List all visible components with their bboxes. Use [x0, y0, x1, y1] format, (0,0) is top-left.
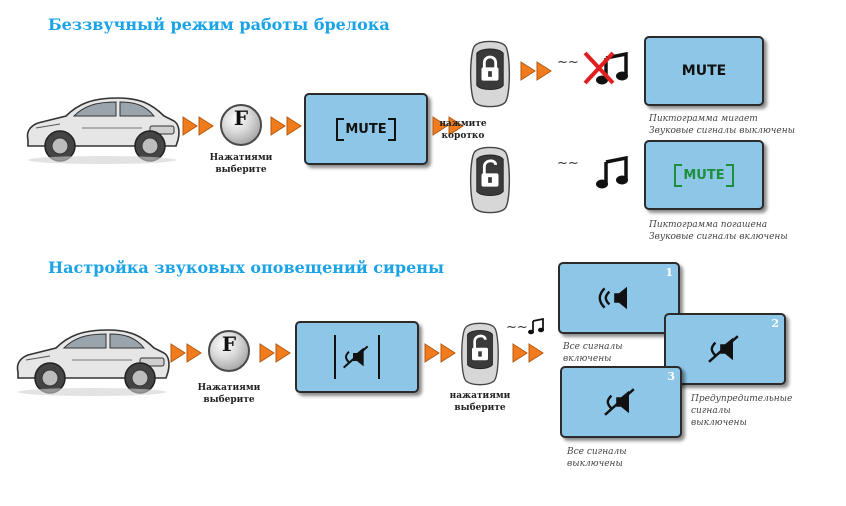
lock-open-icon: [466, 146, 514, 214]
option-3-note: Все сигналы выключены: [567, 446, 627, 470]
speaker-icon: [595, 282, 643, 314]
music-note-icon: [594, 156, 630, 190]
mute-off-screen: MUTE: [644, 140, 764, 210]
siren-icon-frame: [334, 335, 380, 379]
mute-blinking-screen: MUTE: [644, 36, 764, 106]
note-line: Все сигналы: [567, 447, 627, 457]
f-caption: Нажатиями выберите: [206, 152, 276, 176]
mute-icon: MUTE: [674, 163, 734, 187]
note-line: сигналы: [691, 406, 731, 416]
siren-option-1-screen: 1: [558, 262, 680, 334]
arrow-icon: [170, 342, 204, 364]
note-line: Пиктограмма мигает: [649, 114, 758, 124]
option-number: 3: [667, 370, 675, 383]
f-button-label: F: [221, 332, 237, 356]
f-caption: Нажатиями выберите: [194, 382, 264, 406]
note-line: включены: [563, 354, 612, 364]
caption-line: выберите: [203, 395, 255, 405]
arrow-icon: [424, 342, 458, 364]
note-line: выключены: [691, 418, 747, 428]
sound-waves-icon: ~~: [557, 156, 579, 171]
speaker-muted-icon: [701, 333, 749, 365]
mute-screen: MUTE: [304, 93, 428, 165]
note-line: Пиктограмма погашена: [649, 220, 768, 230]
lock-closed-icon: [466, 40, 514, 108]
bottom-result-note: Пиктограмма погашена Звуковые сигналы вк…: [649, 219, 788, 243]
caption-line: выберите: [454, 403, 506, 413]
note-line: Звуковые сигналы включены: [649, 232, 788, 242]
caption-line: выберите: [215, 165, 267, 175]
note-line: Звуковые сигналы выключены: [649, 126, 795, 136]
car-illustration: [12, 318, 172, 402]
speaker-muted-icon: [337, 342, 377, 372]
f-button-icon: F: [220, 104, 262, 146]
siren-option-2-screen: 2: [664, 313, 786, 385]
speaker-muted-icon: [597, 386, 645, 418]
caption-line: Нажатиями: [197, 383, 261, 393]
caption-line: нажмите: [439, 119, 487, 129]
option-number: 1: [665, 266, 673, 279]
cross-icon: [583, 51, 615, 85]
f-button-icon: F: [208, 330, 250, 372]
arrow-icon: [270, 115, 304, 137]
caption-line: коротко: [441, 131, 485, 141]
arrow-icon: [182, 115, 216, 137]
arrow-icon: [520, 60, 554, 82]
press-caption: нажмите коротко: [428, 118, 498, 142]
note-line: выключены: [567, 459, 623, 469]
caption-line: Нажатиями: [209, 153, 273, 163]
siren-option-3-screen: 3: [560, 366, 682, 438]
sound-waves-icon: ~~: [506, 320, 528, 335]
mute-text: MUTE: [681, 63, 727, 79]
press-caption: нажатиями выберите: [442, 390, 518, 414]
section1-title: Беззвучный режим работы брелока: [48, 15, 390, 34]
option-1-note: Все сигналы включены: [563, 341, 623, 365]
music-note-icon: [527, 318, 545, 335]
arrow-icon: [259, 342, 293, 364]
arrow-icon: [512, 342, 546, 364]
caption-line: нажатиями: [449, 391, 511, 401]
note-line: Все сигналы: [563, 342, 623, 352]
top-result-note: Пиктограмма мигает Звуковые сигналы выкл…: [649, 113, 795, 137]
option-number: 2: [771, 317, 779, 330]
section2-title: Настройка звуковых оповещений сирены: [48, 258, 445, 277]
mute-icon: MUTE: [336, 117, 396, 141]
sound-waves-icon: ~~: [557, 55, 579, 70]
siren-screen: [295, 321, 419, 393]
lock-open-icon: [458, 322, 502, 386]
f-button-label: F: [233, 106, 249, 130]
note-line: Предупредительные: [691, 394, 793, 404]
option-2-note: Предупредительные сигналы выключены: [691, 393, 792, 429]
car-illustration: [22, 86, 182, 170]
